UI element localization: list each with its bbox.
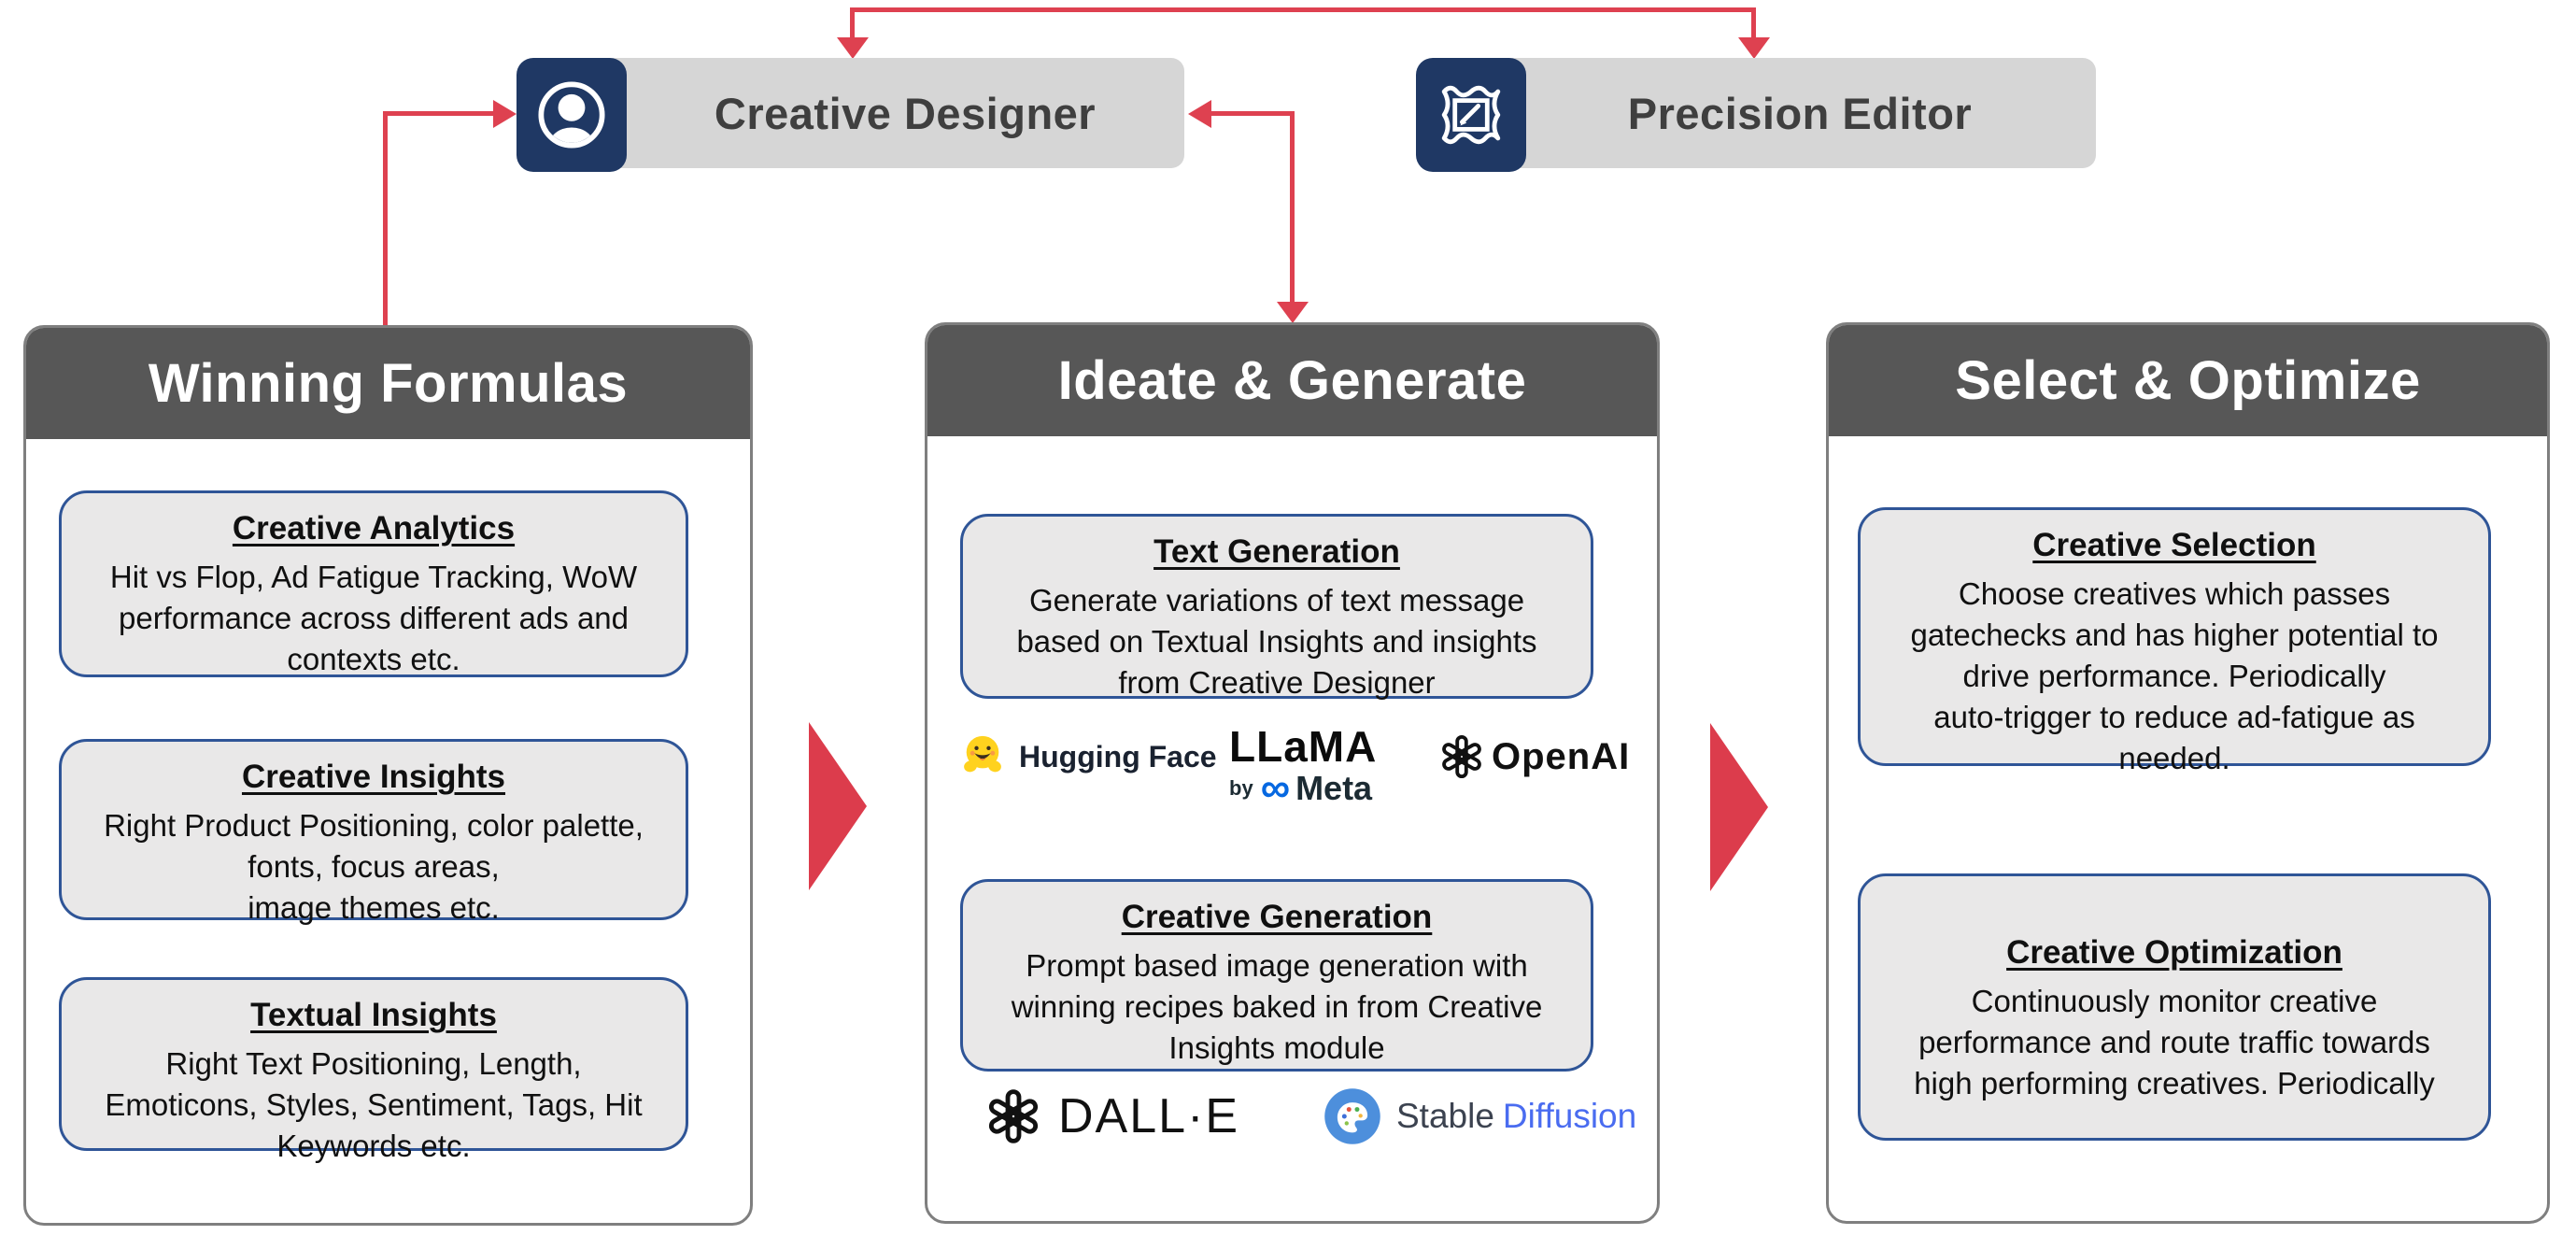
connector-top-horizontal <box>850 7 1756 12</box>
box-creative-analytics: Creative Analytics Hit vs Flop, Ad Fatig… <box>59 490 688 677</box>
logo-hugging-face: Hugging Face <box>957 727 1217 787</box>
box-creative-selection: Creative Selection Choose creatives whic… <box>1858 507 2491 775</box>
box-creative-selection-title: Creative Selection <box>2032 527 2316 563</box>
chevron-ideate-to-select <box>1710 723 1768 891</box>
stable-diffusion-label-stable: Stable <box>1396 1097 1494 1135</box>
dalle-label: DALL·E <box>1058 1089 1240 1143</box>
panel-select-optimize-title: Select & Optimize <box>1955 350 2421 411</box>
hugging-face-icon <box>964 735 1001 773</box>
box-text-generation-title: Text Generation <box>1154 533 1400 570</box>
stamp-icon <box>1416 58 1526 172</box>
connector-top-left-drop <box>850 7 855 38</box>
logo-dalle: DALL·E <box>985 1084 1239 1149</box>
box-creative-selection-body: Choose creatives which passes gatechecks… <box>1910 576 2439 775</box>
box-creative-optimization-title: Creative Optimization <box>2006 934 2342 971</box>
stable-diffusion-icon <box>1324 1088 1380 1144</box>
panel-ideate-generate: Ideate & Generate Text Generation Genera… <box>925 322 1660 1224</box>
person-icon-glyph <box>538 81 605 149</box>
connector-designer-ideate-vertical <box>1290 111 1295 302</box>
llama-by-label: by <box>1229 776 1253 800</box>
panel-ideate-generate-title: Ideate & Generate <box>1057 350 1527 411</box>
box-creative-generation: Creative Generation Prompt based image g… <box>960 879 1593 1072</box>
node-creative-designer: Creative Designer <box>560 58 1184 168</box>
box-textual-insights-title: Textual Insights <box>250 997 497 1033</box>
box-text-generation-body: Generate variations of text message base… <box>1016 583 1537 700</box>
panel-winning-formulas-title: Winning Formulas <box>148 353 629 414</box>
logo-openai: OpenAI <box>1439 731 1630 782</box>
logo-llama-meta: LLaMA by ∞ Meta <box>1229 722 1378 811</box>
box-creative-generation-body: Prompt based image generation with winni… <box>1011 948 1543 1065</box>
box-creative-insights-title: Creative Insights <box>241 759 506 795</box>
dalle-openai-icon <box>988 1089 1039 1143</box>
openai-icon <box>1442 734 1481 779</box>
box-textual-insights: Textual Insights Right Text Positioning,… <box>59 977 688 1163</box>
connector-top-right-drop <box>1751 7 1756 38</box>
box-creative-insights-body: Right Product Positioning, color palette… <box>104 808 644 925</box>
creative-designer-label: Creative Designer <box>714 88 1097 138</box>
box-creative-insights: Creative Insights Right Product Position… <box>59 739 688 925</box>
panel-select-optimize: Select & Optimize Creative Selection Cho… <box>1826 322 2550 1224</box>
arrowhead-into-designer-left <box>493 100 517 128</box>
panel-winning-formulas-header: Winning Formulas <box>26 328 750 439</box>
hugging-face-label: Hugging Face <box>1019 739 1217 774</box>
panel-winning-formulas: Winning Formulas Creative Analytics Hit … <box>23 325 753 1226</box>
box-text-generation: Text Generation Generate variations of t… <box>960 514 1593 700</box>
arrowhead-into-ideate-top <box>1277 302 1309 323</box>
meta-label: Meta <box>1295 769 1373 807</box>
connector-winning-vertical <box>383 116 388 325</box>
person-icon <box>517 58 627 172</box>
arrowhead-into-designer-top <box>837 37 869 59</box>
connector-winning-horizontal <box>383 111 493 116</box>
precision-editor-label: Precision Editor <box>1627 88 1973 138</box>
panel-ideate-generate-header: Ideate & Generate <box>927 325 1657 436</box>
box-textual-insights-body: Right Text Positioning, Length, Emoticon… <box>105 1046 643 1163</box>
llama-label: LLaMA <box>1229 722 1378 771</box>
arrowhead-into-designer-right <box>1188 100 1211 128</box>
logo-stable-diffusion: Stable Diffusion <box>1323 1084 1636 1149</box>
meta-infinity-icon: ∞ <box>1260 764 1291 811</box>
box-creative-generation-title: Creative Generation <box>1121 899 1433 935</box>
box-creative-optimization-body: Continuously monitor creative performanc… <box>1914 984 2435 1100</box>
arrowhead-into-editor-top <box>1738 37 1770 59</box>
box-creative-analytics-title: Creative Analytics <box>232 510 516 547</box>
stable-diffusion-label-diffusion: Diffusion <box>1502 1097 1637 1135</box>
connector-designer-ideate-horizontal <box>1210 111 1295 116</box>
stamp-icon-glyph <box>1441 85 1501 145</box>
panel-select-optimize-header: Select & Optimize <box>1829 325 2547 436</box>
box-creative-optimization: Creative Optimization Continuously monit… <box>1858 873 2491 1141</box>
node-precision-editor: Precision Editor <box>1457 58 2096 168</box>
chevron-winning-to-ideate <box>809 722 867 890</box>
openai-label: OpenAI <box>1492 735 1631 777</box>
box-creative-analytics-body: Hit vs Flop, Ad Fatigue Tracking, WoW pe… <box>109 560 638 676</box>
